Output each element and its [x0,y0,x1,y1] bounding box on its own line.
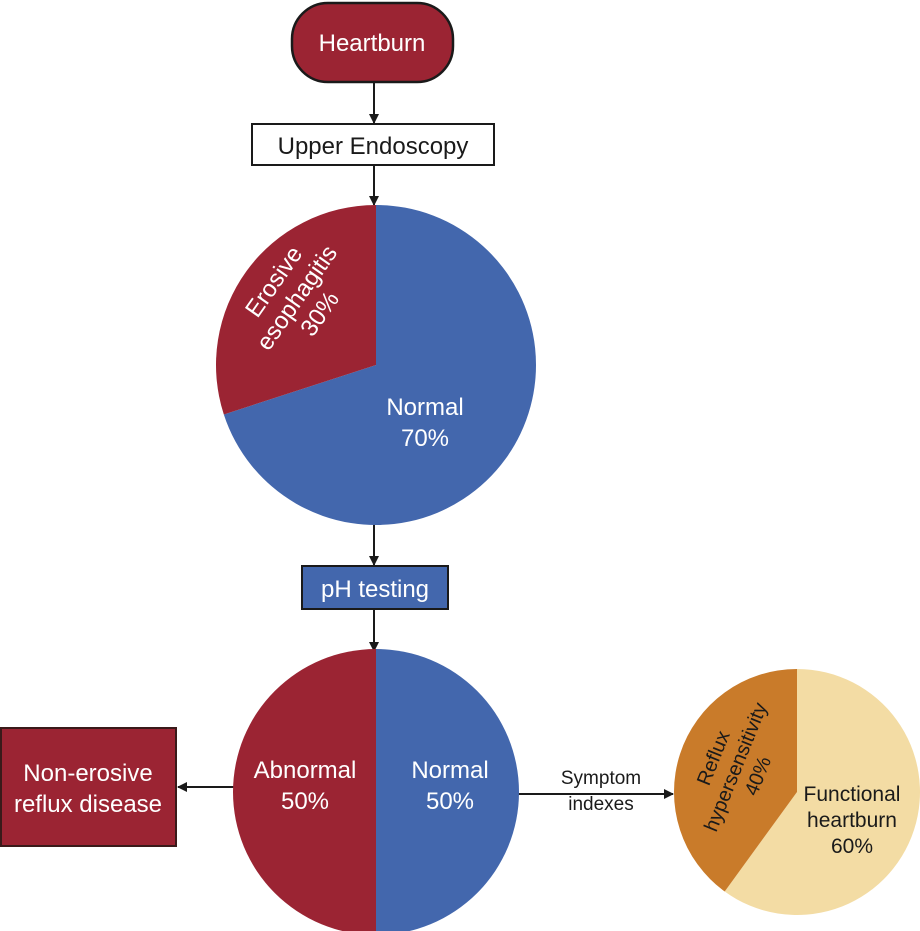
nerd-label-line1: Non-erosive [23,760,152,787]
endoscopy-node [251,123,495,166]
symptom-label-line2: indexes [568,794,634,815]
abnormal-slice [233,649,376,931]
heartburn-label: Heartburn [319,30,426,57]
functional-heartburn-slice [724,669,920,915]
ph-testing-node [301,565,449,610]
nerd-label-line2: reflux disease [14,791,162,818]
ph-pie [233,649,519,931]
normal2-label-line2: 50% [426,788,474,815]
ph-testing-label: pH testing [321,576,429,603]
abnormal-label-line2: 50% [281,788,329,815]
reflux-hypersensitivity-slice [673,669,797,892]
heartburn-node [290,1,455,84]
normal-slice [223,205,536,525]
endoscopy-label: Upper Endoscopy [278,133,469,160]
functional-label-line2: heartburn [807,809,897,832]
normal1-label-line2: 70% [401,425,449,452]
endoscopy-pie [216,205,536,525]
erosive-slice [216,205,376,415]
functional-label-line3: 60% [831,835,873,858]
normal2-label-line1: Normal [411,757,488,784]
abnormal-label-line1: Abnormal [254,757,357,784]
symptom-pie [673,669,920,915]
nerd-node [0,727,177,847]
normal1-label-line1: Normal [386,394,463,421]
functional-label-line1: Functional [804,783,901,806]
symptom-label-line1: Symptom [561,768,641,789]
normal-slice [376,649,519,931]
